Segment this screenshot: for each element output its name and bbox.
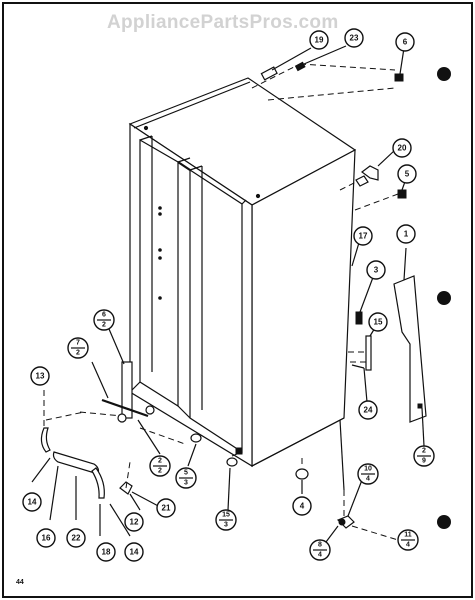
binder-hole-bottom — [437, 515, 451, 529]
svg-text:2: 2 — [76, 350, 80, 357]
watermark-text: AppliancePartsPros.com — [107, 12, 339, 33]
svg-text:11: 11 — [404, 532, 412, 539]
svg-text:8: 8 — [318, 542, 322, 549]
svg-text:2: 2 — [158, 468, 162, 475]
callout-23: 23 — [344, 28, 364, 48]
callout-11-4: 11 4 — [397, 529, 419, 551]
svg-text:10: 10 — [364, 466, 372, 473]
svg-text:15: 15 — [222, 512, 230, 519]
svg-text:14: 14 — [130, 548, 139, 557]
callout-14-left: 14 — [22, 492, 42, 512]
svg-text:19: 19 — [315, 36, 324, 45]
svg-text:14: 14 — [28, 498, 37, 507]
binder-hole-middle — [437, 291, 451, 305]
side-panel-part-1 — [393, 247, 427, 423]
cabinet-shell — [128, 77, 357, 468]
svg-text:2: 2 — [158, 458, 162, 465]
svg-text:4: 4 — [406, 542, 410, 549]
callout-20: 20 — [392, 138, 412, 158]
svg-text:5: 5 — [405, 170, 410, 179]
callout-15: 15 — [368, 312, 388, 332]
callout-2-9: 2 9 — [413, 445, 435, 467]
callout-6-2: 6 2 — [93, 309, 115, 331]
svg-text:9: 9 — [422, 458, 426, 465]
callout-16: 16 — [36, 528, 56, 548]
callout-14-right: 14 — [124, 542, 144, 562]
callout-5-3: 5 3 — [175, 467, 197, 489]
callout-10-4: 10 4 — [357, 463, 379, 485]
callout-12: 12 — [124, 512, 144, 532]
leveler-hardware — [295, 419, 399, 543]
callout-5: 5 — [397, 164, 417, 184]
svg-text:5: 5 — [184, 470, 188, 477]
svg-text:2: 2 — [102, 322, 106, 329]
callout-17: 17 — [353, 226, 373, 246]
svg-text:3: 3 — [374, 266, 379, 275]
top-hinge-hardware — [251, 45, 405, 101]
svg-text:6: 6 — [403, 38, 408, 47]
svg-text:4: 4 — [318, 552, 322, 559]
callout-8-4: 8 4 — [309, 539, 331, 561]
callout-3: 3 — [366, 260, 386, 280]
callout-22: 22 — [66, 528, 86, 548]
svg-text:2: 2 — [422, 448, 426, 455]
svg-text:21: 21 — [162, 504, 171, 513]
drain-tube-assembly — [31, 390, 163, 537]
svg-text:13: 13 — [36, 372, 45, 381]
svg-text:23: 23 — [350, 34, 359, 43]
callout-7-2: 7 2 — [67, 337, 89, 359]
callout-1: 1 — [396, 224, 416, 244]
svg-text:4: 4 — [366, 476, 370, 483]
svg-text:24: 24 — [364, 406, 373, 415]
svg-text:7: 7 — [76, 340, 80, 347]
svg-text:20: 20 — [398, 144, 407, 153]
svg-text:1: 1 — [404, 230, 409, 239]
page-number: 44 — [16, 579, 24, 586]
svg-text:15: 15 — [374, 318, 383, 327]
svg-text:4: 4 — [300, 502, 305, 511]
svg-text:6: 6 — [102, 312, 106, 319]
callout-4: 4 — [292, 496, 312, 516]
callout-2-2: 2 2 — [149, 455, 171, 477]
callout-24: 24 — [358, 400, 378, 420]
svg-text:17: 17 — [359, 232, 368, 241]
callout-18: 18 — [96, 542, 116, 562]
callout-19: 19 — [309, 30, 329, 50]
callout-21: 21 — [156, 498, 176, 518]
binder-hole-top — [437, 67, 451, 81]
callout-6: 6 — [395, 32, 415, 52]
callout-15-3: 15 3 — [215, 509, 237, 531]
svg-text:16: 16 — [42, 534, 51, 543]
svg-text:3: 3 — [224, 522, 228, 529]
svg-text:18: 18 — [102, 548, 111, 557]
svg-text:22: 22 — [72, 534, 81, 543]
callout-13: 13 — [30, 366, 50, 386]
svg-text:3: 3 — [184, 480, 188, 487]
svg-text:12: 12 — [130, 518, 139, 527]
